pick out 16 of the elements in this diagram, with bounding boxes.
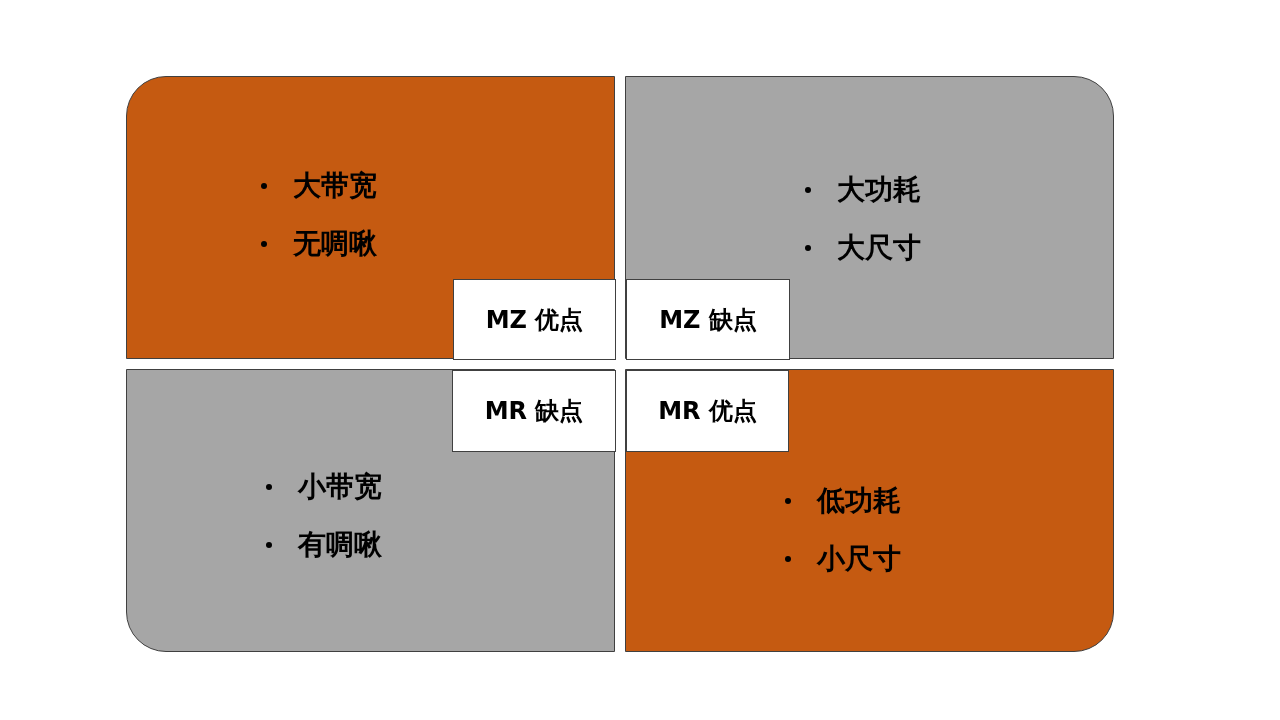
tag-label: MZ 缺点 [626, 279, 790, 360]
bullet-item: 大带宽 [257, 157, 377, 215]
tag-label: MZ 优点 [453, 279, 616, 360]
bullet-item: 大功耗 [801, 161, 921, 219]
bullet-item: 有啁啾 [262, 516, 382, 574]
bullet-item: 无啁啾 [257, 215, 377, 273]
quadrant-panel [625, 76, 1114, 359]
tag-label: MR 缺点 [452, 370, 616, 452]
quadrant-panel [126, 76, 615, 359]
quadrant-panel [625, 369, 1114, 652]
quadrant-panel [126, 369, 615, 652]
tag-label: MR 优点 [626, 370, 789, 452]
bullet-item: 小带宽 [262, 458, 382, 516]
bullet-item: 大尺寸 [801, 219, 921, 277]
bullet-item: 小尺寸 [781, 530, 901, 588]
bullet-item: 低功耗 [781, 472, 901, 530]
